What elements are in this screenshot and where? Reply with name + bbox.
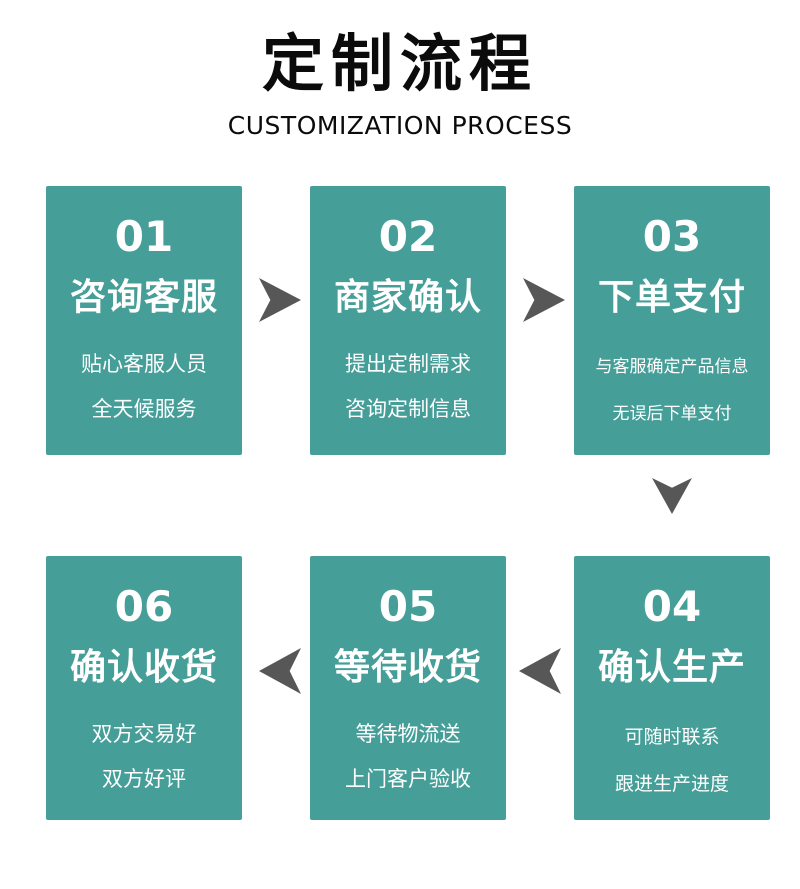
step-desc-line: 双方好评 [102,766,186,791]
step-description: 双方交易好 双方好评 [46,712,242,802]
step-desc-line: 提出定制需求 [345,351,471,376]
arrow-left-icon [259,648,301,694]
flow-step-01: 01 咨询客服 贴心客服人员 全天候服务 [46,186,242,455]
flow-step-06: 06 确认收货 双方交易好 双方好评 [46,556,242,820]
step-number: 06 [114,582,174,631]
flow-step-02: 02 商家确认 提出定制需求 咨询定制信息 [310,186,506,455]
step-title: 确认生产 [597,647,746,688]
step-desc-line: 等待物流送 [355,721,461,746]
step-desc-line: 与客服确定产品信息 [595,356,749,377]
step-title: 确认收货 [69,647,218,688]
step-desc-line: 无误后下单支付 [612,403,732,424]
step-desc-line: 上门客户验收 [345,766,471,791]
step-desc-line: 全天候服务 [91,396,197,421]
step-number: 01 [114,212,174,261]
page-title: 定制流程 [261,27,538,100]
flow-step-03: 03 下单支付 与客服确定产品信息 无误后下单支付 [574,186,770,455]
flow-step-05: 05 等待收货 等待物流送 上门客户验收 [310,556,506,820]
step-description: 等待物流送 上门客户验收 [310,712,506,802]
step-description: 贴心客服人员 全天候服务 [46,342,242,432]
arrow-right-icon [259,278,301,322]
arrow-down-icon [652,478,692,514]
step-number: 03 [642,212,702,261]
flow-step-04: 04 确认生产 可随时联系 跟进生产进度 [574,556,770,820]
step-desc-line: 可随时联系 [624,725,720,748]
step-number: 05 [378,582,438,631]
page-subtitle: CUSTOMIZATION PROCESS [227,111,573,140]
step-title: 等待收货 [333,647,482,688]
step-desc-line: 跟进生产进度 [614,772,729,795]
step-description: 提出定制需求 咨询定制信息 [310,342,506,432]
arrow-left-icon [519,648,561,694]
step-desc-line: 双方交易好 [91,721,197,746]
step-number: 02 [378,212,438,261]
step-description: 可随时联系 跟进生产进度 [574,714,770,808]
step-desc-line: 咨询定制信息 [345,396,471,421]
step-number: 04 [642,582,702,631]
step-title: 咨询客服 [69,277,218,318]
step-title: 商家确认 [333,277,482,318]
step-description: 与客服确定产品信息 无误后下单支付 [574,344,770,438]
arrow-right-icon [523,278,565,322]
step-title: 下单支付 [597,277,746,318]
step-desc-line: 贴心客服人员 [81,351,207,376]
